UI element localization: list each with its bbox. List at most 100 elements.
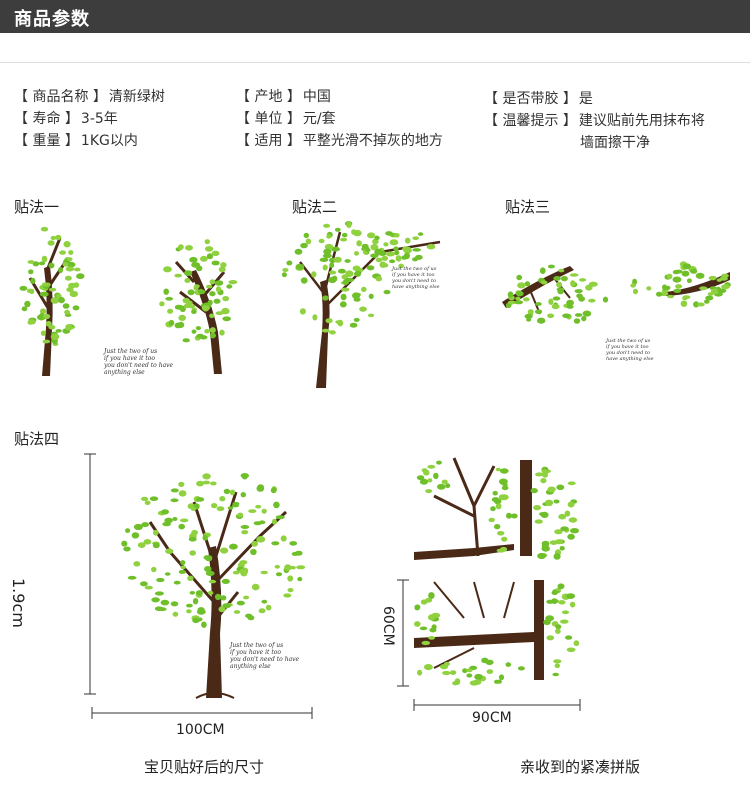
spec-tip: 【 温馨提示 】建议贴前先用抹布将 [484, 110, 705, 130]
leaf [69, 290, 78, 298]
leaf [539, 512, 546, 516]
leaf [303, 232, 309, 239]
panel-height-label: 60CM [380, 606, 396, 646]
leaf [490, 506, 496, 512]
leaf [425, 597, 433, 603]
leaf [686, 278, 692, 283]
leaf [664, 285, 671, 290]
leaf [672, 269, 680, 275]
leaf [555, 539, 564, 545]
leaf [375, 257, 383, 263]
leaf [322, 253, 332, 259]
leaf [245, 613, 253, 619]
spec-name-key: 【 商品名称 】 [14, 89, 107, 105]
leaf [341, 232, 348, 238]
leaf [558, 600, 566, 605]
leaf [557, 289, 564, 295]
leaf [178, 244, 184, 250]
leaf [214, 593, 222, 601]
leaf [253, 521, 262, 526]
leaf [656, 291, 663, 297]
leaf [240, 473, 249, 479]
leaf [417, 669, 423, 676]
method-4-label: 贴法四 [14, 430, 60, 448]
leaf [66, 261, 76, 268]
leaf [516, 274, 523, 281]
leaf [300, 242, 308, 249]
leaf [354, 251, 359, 256]
leaf [180, 560, 186, 566]
leaf [58, 266, 64, 274]
leaf [239, 560, 248, 565]
leaf [602, 296, 609, 303]
leaf [499, 494, 509, 501]
leaf [421, 640, 431, 646]
spec-tip-value: 建议贴前先用抹布将 [578, 113, 705, 129]
leaf [240, 492, 246, 498]
leaf [272, 518, 277, 525]
leaf [367, 232, 376, 239]
leaf [305, 238, 312, 245]
leaf [21, 306, 28, 312]
leaf [710, 288, 719, 295]
spec-lifespan-value: 3-5年 [80, 111, 118, 127]
leaf [241, 530, 249, 535]
leaf [495, 503, 502, 510]
leaf [588, 281, 598, 287]
leaf [333, 256, 342, 263]
method-3-quote-line2: if you have it too [606, 344, 649, 350]
leaf [667, 294, 674, 299]
leaf [431, 624, 437, 630]
leaf [530, 488, 538, 494]
leaf [436, 460, 442, 465]
leaf [442, 670, 451, 676]
method-1-quote-line3: you don't need to have anything else [104, 362, 174, 376]
leaf [551, 303, 560, 310]
leaf [204, 328, 210, 334]
leaf [205, 556, 213, 562]
leaf [682, 263, 691, 270]
leaf [47, 240, 55, 246]
leaf [211, 260, 220, 266]
leaf [541, 469, 548, 474]
leaf [174, 273, 182, 278]
leaf [351, 229, 357, 235]
leaf [188, 537, 197, 542]
leaf [28, 269, 34, 275]
leaf [151, 597, 160, 603]
leaf [196, 480, 205, 487]
leaf [41, 282, 49, 287]
leaf [125, 528, 131, 533]
method-2-quote-line2: if you have it too [392, 272, 435, 278]
leaf [419, 478, 429, 485]
leaf [218, 266, 226, 273]
leaf [517, 666, 525, 671]
leaf [312, 314, 318, 321]
leaf [568, 517, 578, 523]
leaf [226, 284, 233, 289]
leaf [250, 548, 257, 556]
leaf [261, 508, 267, 514]
leaf [282, 268, 289, 272]
leaf [163, 266, 172, 273]
leaf [261, 599, 268, 604]
leaf [370, 244, 379, 251]
leaf [547, 264, 555, 269]
leaf [582, 310, 592, 317]
leaf [141, 496, 149, 501]
leaf [340, 237, 348, 242]
spec-usage: 【 适用 】平整光滑不掉灰的地方 [236, 130, 443, 150]
leaf [131, 532, 140, 539]
leaf [415, 254, 423, 260]
leaf [699, 286, 708, 291]
leaf [191, 329, 197, 334]
leaf [472, 679, 482, 685]
leaf [50, 333, 60, 340]
leaf [395, 255, 402, 262]
leaf [50, 235, 57, 241]
leaf [232, 501, 240, 506]
leaf [29, 288, 35, 295]
leaf [567, 481, 576, 486]
leaf [570, 280, 576, 287]
leaf [295, 263, 305, 270]
